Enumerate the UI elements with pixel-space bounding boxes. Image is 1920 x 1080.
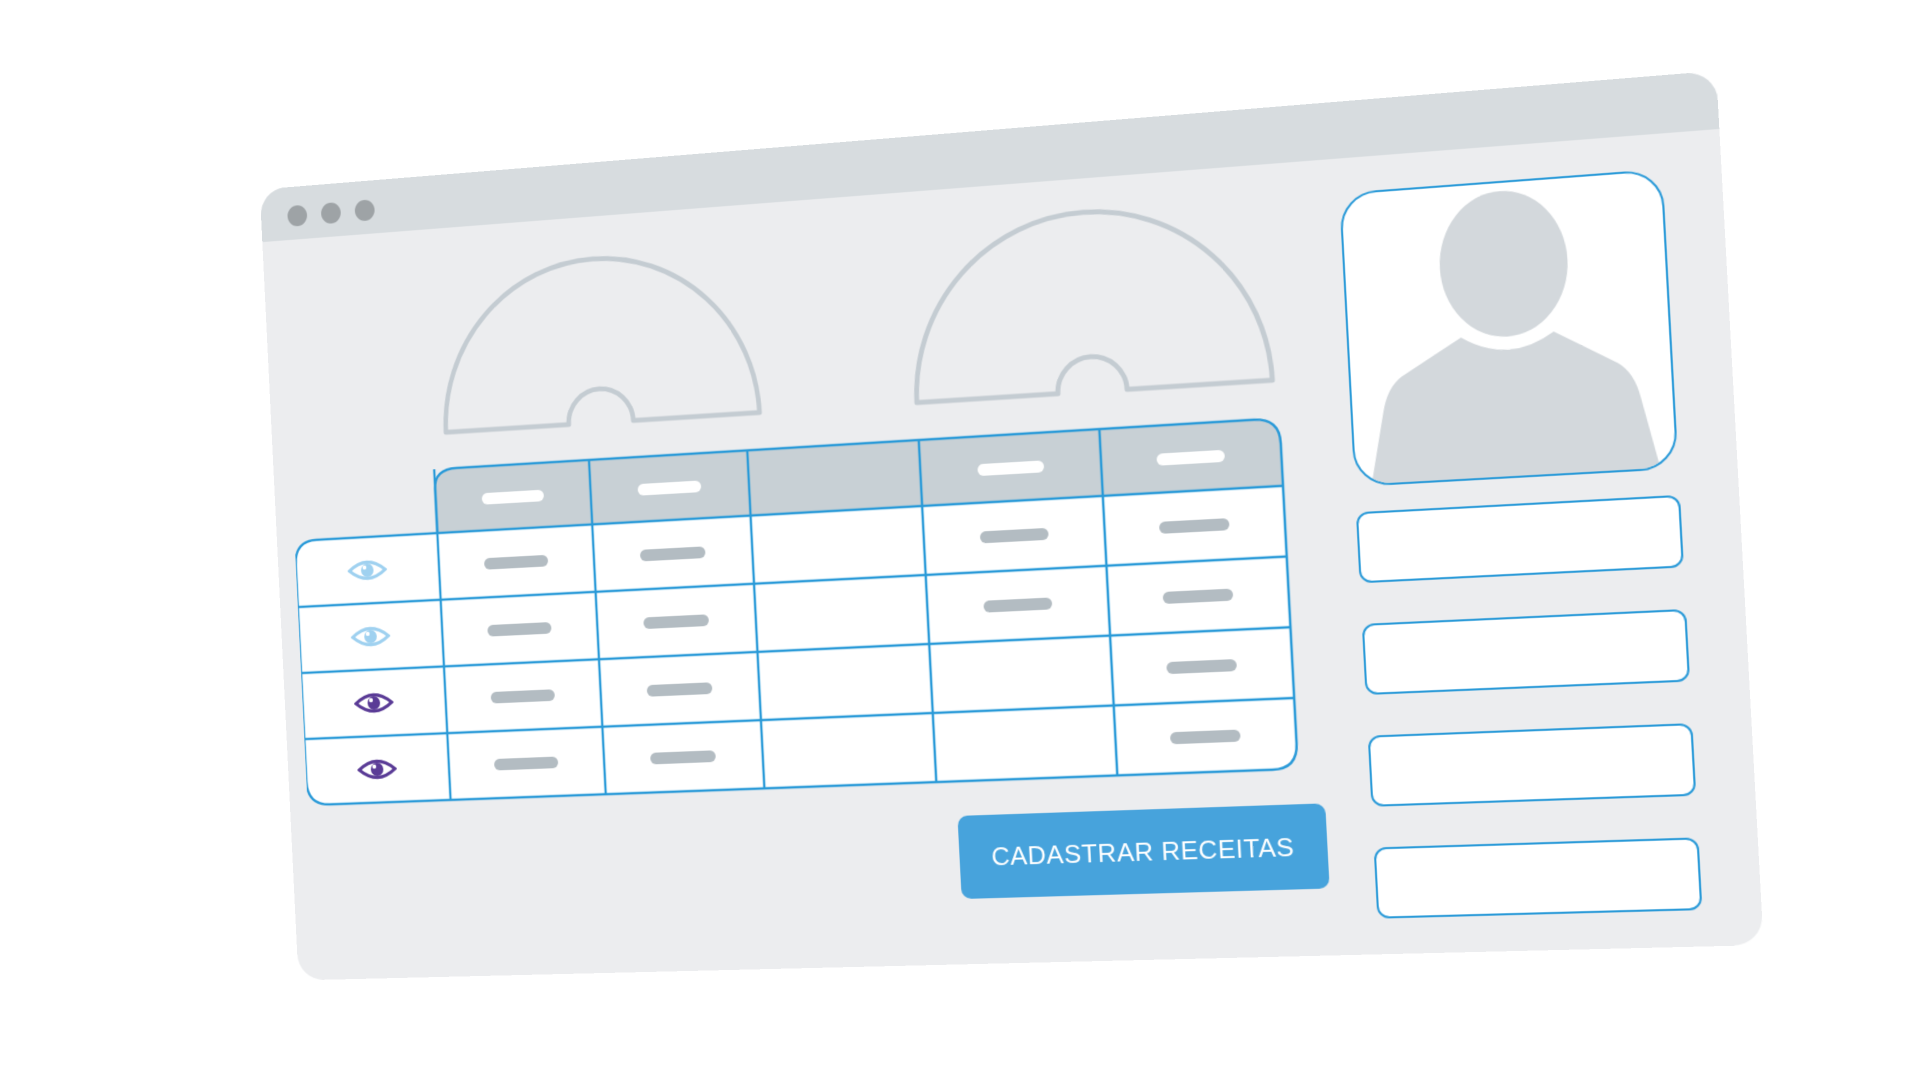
table-header-cell[interactable] xyxy=(434,460,592,533)
placeholder-bar xyxy=(637,480,701,495)
placeholder-bar xyxy=(487,622,551,637)
table-cell xyxy=(1114,698,1298,775)
form-field[interactable] xyxy=(1356,495,1684,583)
table-cell xyxy=(754,575,929,652)
placeholder-bar xyxy=(1170,730,1241,745)
gauge-chart-right xyxy=(897,178,1283,413)
table-cell xyxy=(437,524,595,599)
eye-icon[interactable] xyxy=(354,690,395,716)
data-table xyxy=(291,410,1303,810)
table-header-cell[interactable] xyxy=(589,450,751,524)
gauge-chart-left xyxy=(427,217,769,442)
view-cell[interactable] xyxy=(304,733,450,805)
eye-icon[interactable] xyxy=(350,623,390,650)
placeholder-bar xyxy=(494,757,558,771)
table-cell xyxy=(444,659,602,733)
placeholder-bar xyxy=(1159,518,1230,534)
window-dot[interactable] xyxy=(321,202,342,224)
form-field[interactable] xyxy=(1368,723,1697,807)
form-field[interactable] xyxy=(1374,837,1703,918)
table-header-cell[interactable] xyxy=(747,440,922,516)
table-header-cell[interactable] xyxy=(919,429,1103,506)
table-cell xyxy=(751,506,926,584)
placeholder-bar xyxy=(1166,659,1237,674)
eye-icon[interactable] xyxy=(357,756,398,782)
placeholder-bar xyxy=(640,546,706,561)
form-field[interactable] xyxy=(1362,609,1690,695)
table-cell xyxy=(933,705,1118,782)
table-cell xyxy=(596,584,758,660)
window-dot[interactable] xyxy=(354,199,375,221)
register-recipes-button[interactable]: CADASTRAR RECEITAS xyxy=(957,803,1329,899)
table-cell xyxy=(447,727,605,800)
table-cell xyxy=(602,720,764,794)
placeholder-bar xyxy=(482,489,545,504)
table-cell xyxy=(441,592,599,667)
placeholder-bar xyxy=(491,689,555,703)
placeholder-bar xyxy=(650,750,716,764)
user-avatar-icon xyxy=(1341,171,1676,485)
placeholder-bar xyxy=(1156,449,1225,465)
table-cell xyxy=(599,652,761,727)
browser-window: CADASTRAR RECEITAS xyxy=(260,71,1764,981)
eye-icon[interactable] xyxy=(347,557,387,584)
view-cell[interactable] xyxy=(301,666,447,739)
table-cell xyxy=(592,516,754,592)
table-cell xyxy=(929,636,1113,713)
placeholder-bar xyxy=(979,528,1048,544)
placeholder-bar xyxy=(977,460,1044,476)
placeholder-bar xyxy=(983,597,1052,612)
table-cell xyxy=(1106,557,1290,636)
table-header-cell[interactable] xyxy=(1099,418,1283,496)
placeholder-bar xyxy=(484,555,548,570)
placeholder-bar xyxy=(647,682,713,696)
table-cell xyxy=(926,566,1110,644)
table-cell xyxy=(922,496,1106,575)
table-cell xyxy=(757,644,932,720)
placeholder-bar xyxy=(643,614,709,629)
profile-card[interactable] xyxy=(1339,169,1679,487)
table-cell xyxy=(761,713,936,788)
table-cell xyxy=(1103,486,1287,566)
window-dot[interactable] xyxy=(287,205,307,227)
view-cell[interactable] xyxy=(298,600,444,673)
view-cell[interactable] xyxy=(295,533,441,607)
table-cell xyxy=(1110,627,1294,705)
placeholder-bar xyxy=(1163,589,1234,604)
